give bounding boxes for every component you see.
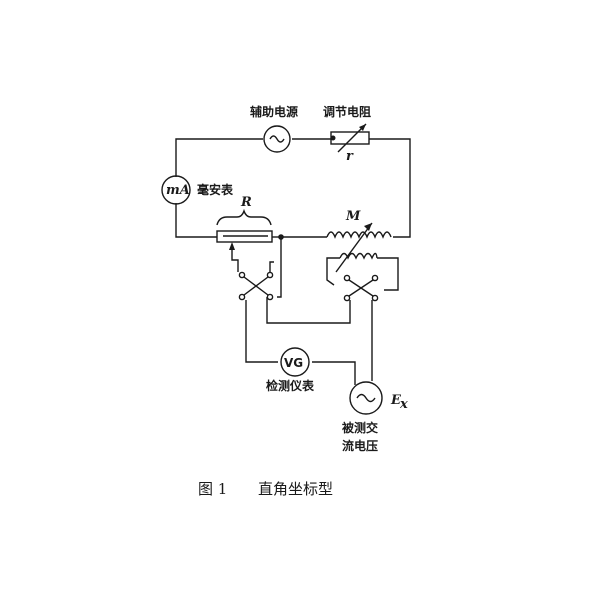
measured-voltage-label-line1: 被测交: [342, 420, 378, 435]
milliammeter-label: 毫安表: [197, 182, 234, 197]
measured-voltage-label-line2: 流电压: [342, 438, 378, 453]
milliammeter-symbol-letters: mA: [166, 183, 190, 198]
detector-instrument-symbol: [280, 347, 310, 377]
detector-label: 检测仪表: [266, 378, 315, 393]
reversing-switch-left: [238, 261, 274, 301]
measured-source-symbol-subscript: x: [399, 397, 408, 412]
wires: [175, 138, 411, 385]
rheostat-symbol: [330, 123, 370, 153]
aux-source-symbol: [263, 125, 291, 153]
detector-symbol-letters: VG: [284, 356, 303, 370]
reversing-switch-right: [343, 274, 379, 302]
rheostat-symbol-letter: r: [346, 149, 354, 164]
mutual-inductor: [326, 222, 392, 273]
figure-title: 直角坐标型: [258, 480, 333, 498]
measured-source-symbol-letter: E: [390, 393, 402, 408]
measured-source-symbol: [349, 381, 383, 415]
slidewire-resistor: [216, 208, 284, 250]
aux-source-label: 辅助电源: [250, 104, 298, 119]
mutual-inductor-symbol-letter: M: [345, 209, 361, 224]
milliammeter-symbol: [161, 175, 191, 205]
figure-number: 图 1: [198, 480, 227, 498]
slidewire-symbol-letter: R: [240, 195, 252, 210]
rheostat-label: 调节电阻: [323, 104, 371, 119]
